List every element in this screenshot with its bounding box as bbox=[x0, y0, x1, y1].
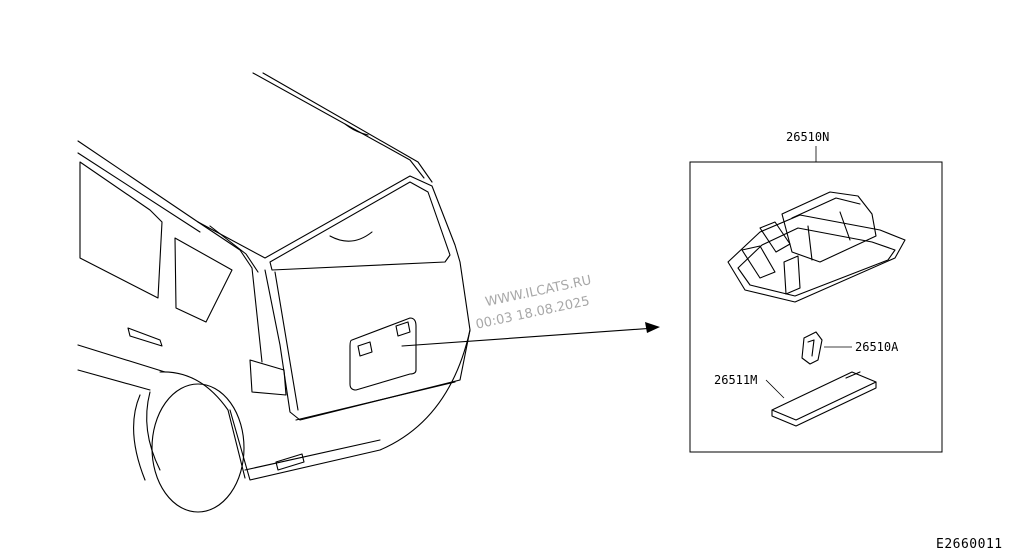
license-plate-lamp-icon bbox=[727, 191, 906, 303]
diagram-code: E2660011 bbox=[936, 537, 1003, 552]
part-label-26510n: 26510N bbox=[786, 130, 829, 144]
vehicle-rear-illustration bbox=[77, 72, 471, 513]
part-label-26511m: 26511M bbox=[714, 373, 757, 387]
part-label-26510a: 26510A bbox=[855, 340, 899, 354]
lamp-lens-icon bbox=[771, 371, 877, 427]
watermark: WWW.ILCATS.RU 00:03 18.08.2025 bbox=[474, 273, 592, 333]
wedge-bulb-icon bbox=[801, 331, 852, 365]
pointer-arrow bbox=[401, 322, 660, 347]
parts-frame bbox=[689, 161, 943, 453]
leader-line-26511m bbox=[765, 379, 785, 399]
